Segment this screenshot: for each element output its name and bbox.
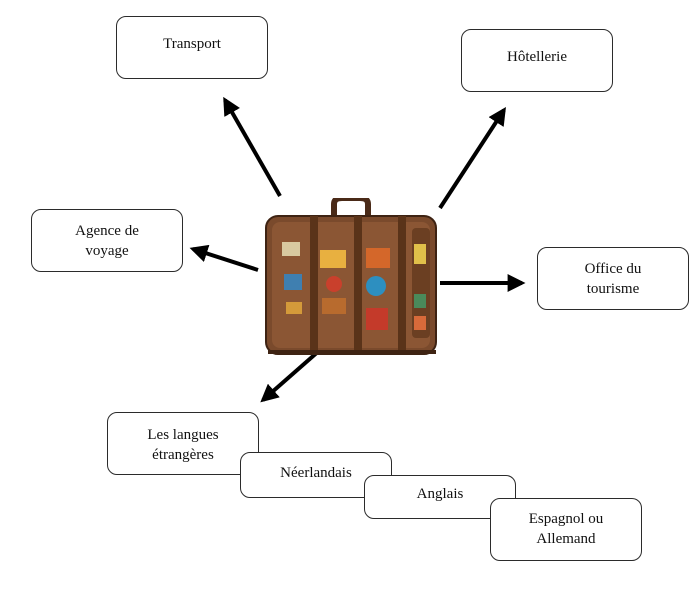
node-anglais-label: Anglais bbox=[416, 486, 464, 502]
node-agence: Agence de voyage bbox=[31, 209, 183, 272]
suitcase-image bbox=[265, 198, 437, 355]
arrow-to-transport bbox=[223, 96, 282, 197]
node-transport: Transport bbox=[116, 16, 268, 79]
arrow-to-agence bbox=[189, 244, 259, 272]
node-hotellerie-label: Hôtellerie bbox=[507, 49, 567, 65]
node-langues: Les langues étrangères bbox=[107, 412, 259, 475]
arrow-to-hotellerie bbox=[438, 106, 506, 210]
node-office-label: Office du tourisme bbox=[584, 260, 642, 297]
node-neerlandais: Néerlandais bbox=[240, 452, 392, 498]
node-agence-label: Agence de voyage bbox=[75, 222, 139, 259]
node-office: Office du tourisme bbox=[537, 247, 689, 310]
node-hotellerie: Hôtellerie bbox=[461, 29, 613, 92]
node-espagnol: Espagnol ou Allemand bbox=[490, 498, 642, 561]
node-transport-label: Transport bbox=[163, 36, 221, 52]
node-neerlandais-label: Néerlandais bbox=[280, 465, 352, 481]
arrow-to-langues bbox=[260, 348, 322, 403]
node-espagnol-label: Espagnol ou Allemand bbox=[528, 511, 604, 547]
node-langues-label: Les langues étrangères bbox=[147, 427, 219, 463]
